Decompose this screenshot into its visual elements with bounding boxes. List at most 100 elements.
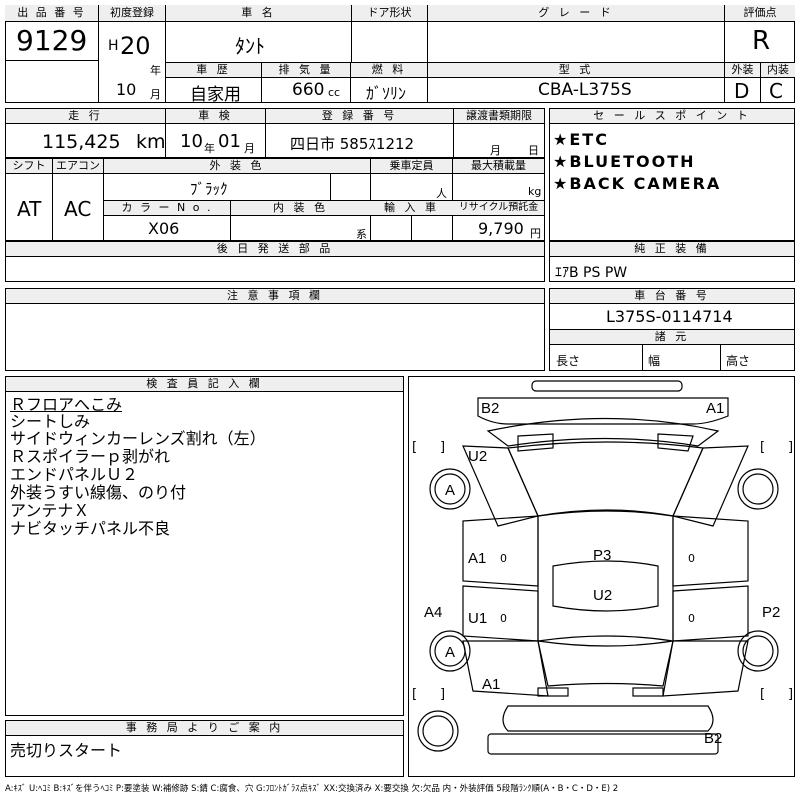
inspector-box: [5, 376, 404, 716]
damage-b2-bottom: B2: [704, 730, 723, 747]
mileage: 115,425: [42, 131, 121, 153]
lot-no: 9129: [16, 24, 88, 57]
fuel-header: 燃 料: [371, 63, 407, 76]
later-parts-header: 後 日 発 送 部 品: [6, 242, 544, 257]
office-message: 売切りスタート: [10, 741, 123, 760]
displacement: 660: [292, 80, 325, 100]
ext-color-header: 外 装 色: [209, 159, 265, 172]
dims-height: 高さ: [726, 354, 751, 368]
zero-mark: 0: [500, 552, 507, 565]
shift: AT: [17, 197, 42, 221]
chassis-number: L375S-0114714: [606, 307, 733, 326]
inspection-month-unit: 月: [244, 142, 255, 155]
mileage-header: 走 行: [68, 109, 103, 122]
damage-a4: A4: [424, 604, 443, 621]
notes-box: [5, 288, 545, 371]
int-color-header: 内 装 色: [273, 201, 328, 214]
recycle-header: リサイクル預託金: [458, 202, 539, 213]
score: R: [752, 26, 771, 56]
sales-points-header: セ ー ル ス ポ イ ン ト: [550, 109, 794, 124]
plate: 四日市 585ｽ1212: [290, 135, 415, 153]
inspector-line: 外装うすい線傷、のり付: [10, 483, 187, 502]
bracket: [: [412, 440, 418, 455]
load-unit: kg: [528, 185, 542, 198]
recycle: 9,790: [478, 219, 524, 238]
bracket: [: [412, 687, 418, 702]
interior: C: [769, 79, 783, 103]
transfer-month-unit: 月: [490, 144, 501, 157]
sales-points-box: [549, 108, 795, 241]
zero-mark: 0: [688, 552, 695, 565]
damage-u2-roof: U2: [593, 587, 613, 604]
bracket: ]: [788, 440, 794, 455]
legend: A:ｷｽﾞ U:ﾍｺﾐ B:ｷｽﾞを伴うﾍｺﾐ P:要塗装 W:補修跡 S:錆 …: [5, 784, 619, 794]
inspection-header: 車 検: [198, 109, 233, 122]
fuel: ｶﾞｿﾘﾝ: [366, 84, 407, 103]
capacity-header: 乗車定員: [389, 159, 434, 172]
mileage-unit: km: [136, 131, 166, 153]
damage-a-rear-left: A: [445, 644, 456, 661]
inspector-line: Ｒフロアへこみ: [10, 395, 123, 414]
inspector-line: エンドパネルＵ２: [10, 465, 139, 484]
ac-header: エアコン: [56, 159, 100, 172]
genuine-equipment: ｴｱB PS PW: [555, 265, 628, 281]
color-no: X06: [148, 219, 180, 238]
era: H: [108, 38, 119, 54]
zero-mark: 0: [500, 612, 507, 625]
dims-header: 諸 元: [550, 330, 794, 345]
damage-a1-mid: A1: [468, 550, 487, 567]
sales-point: ★BACK CAMERA: [553, 174, 722, 193]
bracket: ]: [440, 687, 446, 702]
bracket: [: [760, 440, 766, 455]
bracket: [: [760, 687, 766, 702]
history-header: 車 歴: [196, 63, 231, 76]
damage-u2-left: U2: [468, 448, 488, 465]
color-no-header: カ ラ ー N o .: [121, 201, 213, 214]
inspection-year-unit: 年: [204, 142, 215, 155]
transfer-day-unit: 日: [528, 144, 539, 157]
month-unit: 月: [150, 88, 161, 101]
recycle-unit: 円: [530, 227, 541, 240]
transfer-header: 譲渡書類期限: [466, 109, 532, 122]
office-header: 事 務 局 よ り ご 案 内: [6, 721, 403, 736]
car-name: ﾀﾝﾄ: [235, 34, 265, 58]
first-reg-header: 初度登録: [99, 5, 165, 22]
inspector-line: Ｒスポイラーｐ剥がれ: [10, 447, 171, 466]
office-box: [5, 720, 404, 777]
damage-p2: P2: [762, 604, 781, 621]
ext-color: ﾌﾞﾗｯｸ: [190, 180, 228, 198]
inspector-line: シートしみ: [10, 412, 91, 431]
later-parts-box: [5, 241, 545, 282]
load-header: 最大積載量: [471, 159, 526, 172]
damage-a1-top: A1: [706, 400, 725, 417]
exterior-header: 外装: [731, 63, 754, 76]
lot-no-header: 出 品 番 号: [5, 5, 98, 22]
inspector-line: アンテナＸ: [10, 501, 90, 520]
damage-b2-top: B2: [481, 400, 500, 417]
bracket: ]: [788, 687, 794, 702]
damage-a1-low: A1: [482, 676, 501, 693]
history: 自家用: [190, 85, 241, 105]
zero-mark: 0: [688, 612, 695, 625]
inspector-header: 検 査 員 記 入 欄: [6, 377, 403, 392]
genuine-box: [549, 241, 795, 282]
sales-point: ★ETC: [553, 130, 609, 149]
dims-length: 長さ: [556, 354, 581, 368]
displacement-header: 排 気 量: [278, 63, 334, 76]
damage-a-front-left: A: [445, 482, 456, 499]
interior-header: 内装: [767, 63, 789, 76]
year-unit: 年: [150, 64, 161, 77]
grade-header: グ レ ー ド: [428, 5, 724, 22]
capacity-unit: 人: [436, 187, 447, 200]
damage-u1: U1: [468, 610, 488, 627]
car-name-header: 車 名: [166, 5, 351, 22]
sales-point: ★BLUETOOTH: [553, 152, 696, 171]
dims-width: 幅: [648, 354, 661, 368]
first-reg-year: 20: [120, 32, 151, 60]
model: CBA-L375S: [538, 80, 632, 100]
notes-header: 注 意 事 項 欄: [6, 289, 544, 304]
score-header: 評価点: [725, 5, 795, 22]
car-diagram: [408, 376, 795, 777]
inspector-line: ナビタッチパネル不良: [10, 519, 171, 538]
import-header: 輸 入 車: [384, 201, 439, 214]
